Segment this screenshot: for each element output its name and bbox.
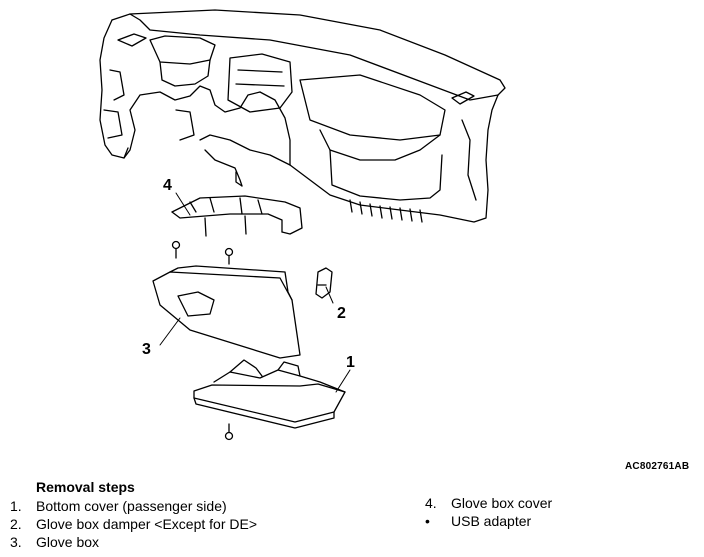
- step-label: Glove box cover: [451, 495, 553, 511]
- removal-step-2: 2. Glove box damper <Except for DE>: [10, 516, 257, 532]
- removal-step-3: 3. Glove box: [10, 534, 99, 550]
- callout-3: 3: [142, 341, 151, 358]
- callout-1: 1: [346, 354, 355, 371]
- step-number: 4.: [425, 495, 437, 511]
- glove-box-damper: [315, 267, 333, 299]
- screw-4a: [171, 240, 181, 259]
- step-label: Bottom cover (passenger side): [36, 498, 227, 514]
- removal-step-4: 4. Glove box cover: [425, 495, 552, 511]
- instrument-panel: [99, 9, 506, 223]
- step-label: Glove box damper <Except for DE>: [36, 516, 257, 532]
- callout-4: 4: [163, 177, 172, 194]
- glove-box-cover: [171, 195, 303, 237]
- callout-2: 2: [337, 305, 346, 322]
- leader-lines: [159, 192, 351, 393]
- removal-step-usb-adapter: • USB adapter: [425, 513, 531, 529]
- removal-step-1: 1. Bottom cover (passenger side): [10, 498, 227, 514]
- bottom-cover: [193, 359, 346, 429]
- step-number: 2.: [10, 516, 22, 532]
- screw-1: [224, 423, 234, 441]
- step-number: 3.: [10, 534, 22, 550]
- screw-4b: [224, 247, 234, 265]
- bullet-icon: •: [425, 513, 430, 529]
- step-number: 1.: [10, 498, 22, 514]
- step-label: USB adapter: [451, 513, 532, 529]
- step-label: Glove box: [36, 534, 100, 550]
- exploded-parts-diagram: 4 2 3 1: [99, 9, 506, 441]
- glove-box: [152, 265, 301, 359]
- removal-steps-title: Removal steps: [36, 479, 135, 495]
- figure-code: AC802761AB: [625, 461, 690, 472]
